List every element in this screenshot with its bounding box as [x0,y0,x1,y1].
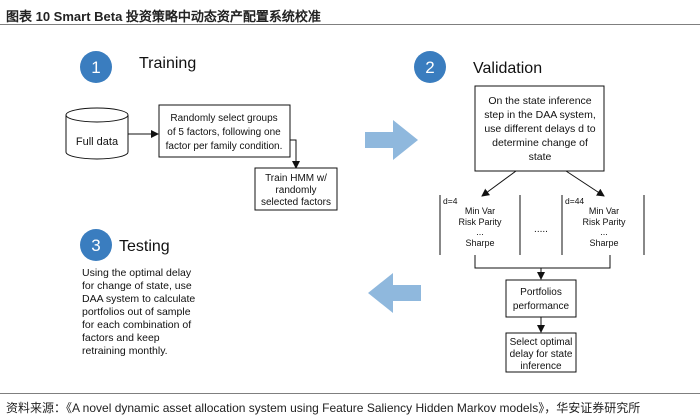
testing-line-7: retraining monthly. [82,345,168,357]
train-hmm-line-3: selected factors [261,197,331,208]
database-icon [65,107,129,160]
testing-line-1: Using the optimal delay [82,267,192,279]
testing-line-4: portfolios out of sample [82,306,191,318]
select-groups-line-1: Randomly select groups [170,113,277,124]
train-hmm-line-2: randomly [275,185,316,196]
inference-line-1: On the state inference [488,95,591,107]
step-3-number: 3 [91,236,100,255]
left-strategy-2: Risk Parity [458,217,502,227]
delay-ellipsis: ..... [534,224,548,235]
arrow-inference-to-left [481,170,517,197]
arrow-inference-to-right [565,170,605,197]
train-hmm-box [254,167,338,211]
select-delay-box [505,332,577,373]
select-groups-line-3: factor per family condition. [166,141,283,152]
source-rule [0,393,700,394]
select-delay-line-3: inference [520,361,562,372]
state-inference-box [474,85,605,172]
left-strategy-3: ... [476,227,484,237]
train-hmm-line-1: Train HMM w/ [265,173,327,184]
right-strategy-3: ... [600,227,608,237]
block-arrow-right [365,120,418,160]
source-note: 资料来源：《A novel dynamic asset allocation s… [6,401,641,415]
step-3-circle [80,229,112,261]
block-arrow-left [368,273,421,313]
testing-line-3: DAA system to calculate [82,293,195,305]
performance-line-1: Portfolios [520,287,562,298]
testing-line-2: for change of state, use [82,280,192,292]
step-1-marker: 1 [80,51,112,83]
step-1-circle [80,51,112,83]
select-delay-line-1: Select optimal [510,337,573,348]
inference-line-4: determine change of [492,137,588,149]
delay-left-label: d=4 [443,196,458,206]
right-strategy-1: Min Var [589,206,619,216]
select-delay-line-2: delay for state [510,349,573,360]
testing-line-6: factors and keep [82,332,160,344]
step-2-label: Validation [473,60,542,77]
left-strategy-4: Sharpe [465,238,494,248]
right-strategy-4: Sharpe [589,238,618,248]
figure-title: 图表 10 Smart Beta 投资策略中动态资产配置系统校准 [6,9,321,24]
inference-line-5: state [529,151,552,163]
performance-line-2: performance [513,301,570,312]
right-strategy-2: Risk Parity [582,217,626,227]
step-2-marker: 2 [414,51,446,83]
arrow-select-to-train [290,139,300,169]
step-1-label: Training [139,55,196,72]
inference-line-3: use different delays d to [484,123,595,135]
step-2-circle [414,51,446,83]
merge-connector [474,255,611,269]
select-groups-line-2: of 5 factors, following one [167,127,281,138]
delay-right-label: d=44 [565,196,584,206]
step-3-label: Testing [119,238,170,255]
inference-line-2: step in the DAA system, [484,109,595,121]
step-2-number: 2 [425,58,434,77]
database-label: Full data [76,136,119,148]
left-strategy-1: Min Var [465,206,495,216]
step-1-number: 1 [91,58,100,77]
step-3-marker: 3 [80,229,112,261]
select-groups-box [158,104,291,158]
testing-line-5: for each combination of [82,319,191,331]
title-rule [0,24,700,25]
